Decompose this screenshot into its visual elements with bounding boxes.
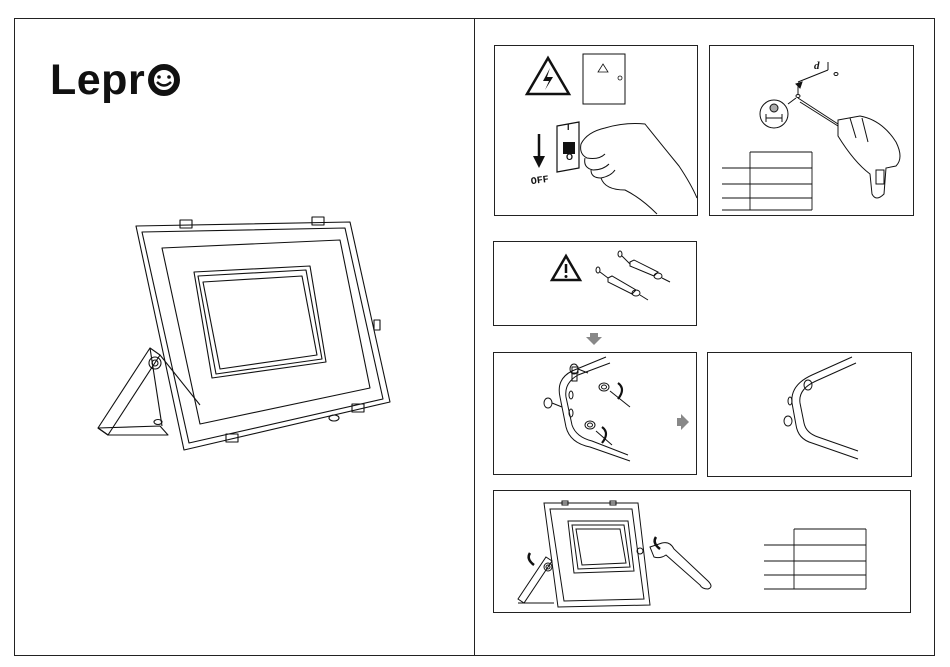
switch-on-mark: I: [567, 122, 570, 132]
smiley-o-icon: [146, 62, 182, 98]
breaker-box-icon: [581, 52, 627, 106]
caution-warning-icon: [550, 254, 582, 282]
step-power-off-panel: OFF I O: [494, 45, 698, 216]
screw-mount-illustration: [494, 353, 698, 476]
hand-pressing-icon: [575, 114, 699, 218]
brand-logo: Lepr: [50, 58, 181, 102]
floodlight-illustration: [90, 210, 400, 470]
brand-name: Lepr: [50, 56, 145, 104]
torque-spec-table: [764, 529, 866, 589]
step-screws-tightened-panel: [707, 352, 912, 477]
screws-tightened-illustration: [708, 353, 913, 478]
step-anchors-panel: [493, 241, 697, 326]
down-arrow-icon: [533, 134, 545, 170]
wrench-mount-illustration: [494, 491, 912, 614]
wall-anchor-icons: [590, 248, 680, 314]
step-wrench-panel: [493, 490, 911, 613]
off-label: OFF: [530, 175, 549, 188]
page-divider: [474, 18, 475, 656]
high-voltage-warning-icon: [525, 56, 571, 96]
step-screws-panel: [493, 352, 697, 475]
drill-illustration: [710, 46, 915, 217]
drill-spec-table: [722, 152, 812, 210]
step-drill-panel: d: [709, 45, 914, 216]
distance-label: d: [814, 60, 820, 72]
next-step-down-arrow-icon: [586, 333, 602, 345]
next-step-right-arrow-icon: [677, 414, 689, 430]
switch-off-mark: O: [566, 152, 573, 162]
